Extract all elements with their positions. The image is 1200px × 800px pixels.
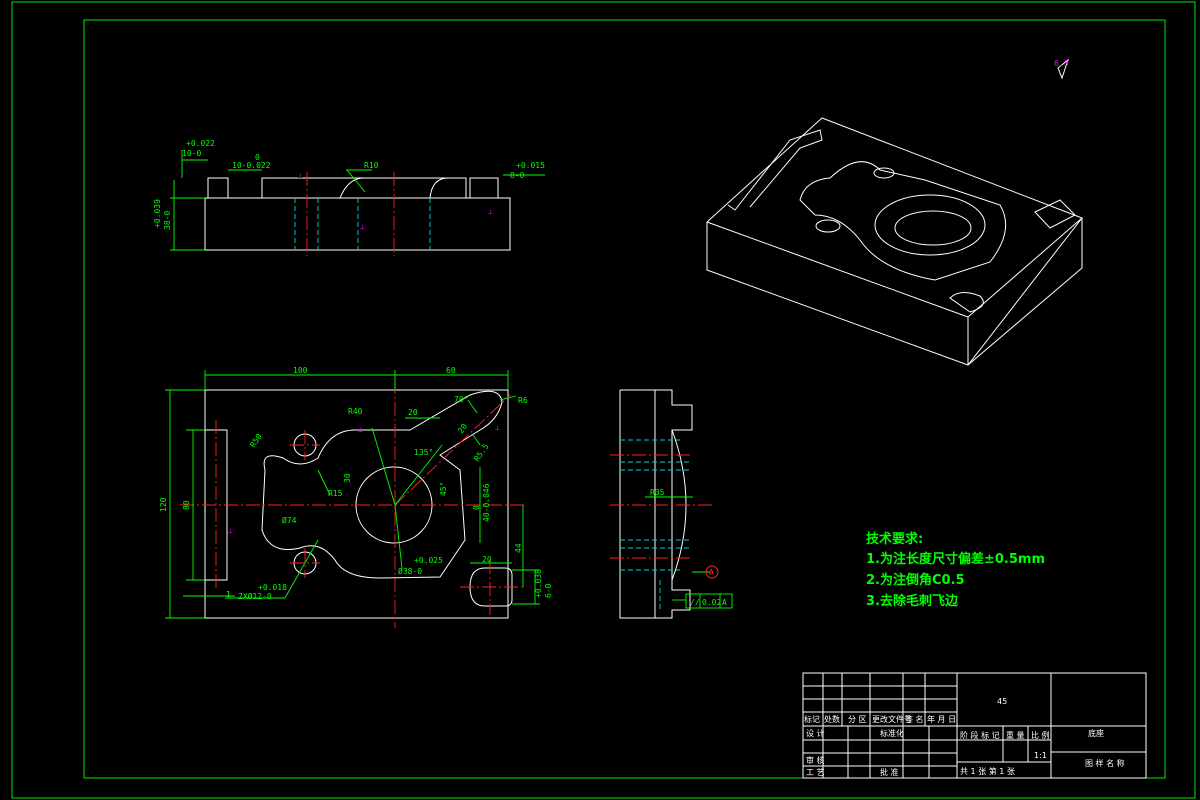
outer-frame: [11, 1, 1196, 799]
svg-text:⟂: ⟂: [228, 527, 233, 535]
svg-text:⟂: ⟂: [360, 223, 365, 231]
plan-view: ⟂ ⟂ ⟂: [165, 370, 540, 628]
front-view: ⟂ ⟂ ⟂: [170, 150, 545, 256]
datum-symbol: [705, 565, 719, 579]
title-block: [802, 672, 1147, 779]
svg-text:⟂: ⟂: [358, 426, 363, 434]
isometric-view: [706, 58, 1083, 366]
gtol-frame: [685, 593, 733, 609]
inner-frame: [83, 19, 1166, 779]
svg-text:⟂: ⟂: [488, 208, 493, 216]
svg-text:⟂: ⟂: [298, 172, 303, 180]
svg-text:⟂: ⟂: [495, 424, 500, 432]
side-view: [610, 389, 733, 619]
